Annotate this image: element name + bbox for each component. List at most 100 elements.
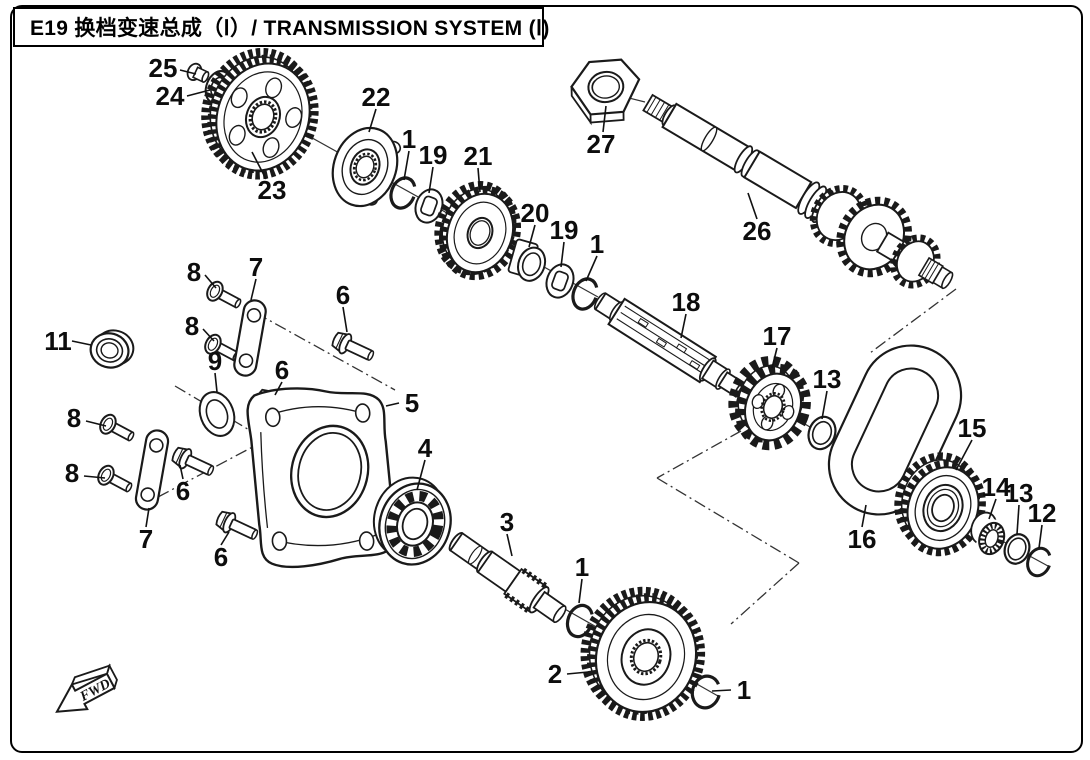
part-callout-3: 3 [500,507,514,537]
part-6-bolt [215,510,259,540]
part-callout-22: 22 [362,82,391,112]
callout-leader-line [250,278,257,301]
part-5-bearing-cover [246,387,398,569]
part-8-screw [97,464,133,493]
callout-leader-line [202,328,215,342]
callout-leader-line [71,340,92,346]
part-6-bolt [331,331,375,361]
callout-leader-line [988,498,997,520]
part-callout-6: 6 [214,542,228,572]
part-22-hub [331,126,402,208]
part-callout-7: 7 [249,252,263,282]
part-callout-15: 15 [958,413,987,443]
callout-leader-line [680,313,687,339]
part-callout-8: 8 [187,257,201,287]
part-11-nut [89,329,135,369]
callout-leader-line [585,255,598,282]
part-13-washer [807,415,837,451]
part-callout-8: 8 [65,458,79,488]
part-callout-1: 1 [737,675,751,705]
callout-leader-line [403,150,410,181]
callout-leader-line [578,578,583,604]
part-callout-6: 6 [336,280,350,310]
part-2-gear [580,586,706,721]
callout-leader-line [955,439,973,471]
part-19-washer [545,263,575,299]
callout-leader-line [204,274,217,289]
callout-leader-line [220,531,230,546]
callout-leader-line [747,192,758,220]
part-8-screw [99,413,135,442]
part-15-gear [894,452,986,557]
part-callout-27: 27 [587,129,616,159]
callout-leader-line [83,475,106,479]
part-callout-2: 2 [548,659,562,689]
part-callout-24: 24 [156,81,185,111]
part-callout-13: 13 [813,364,842,394]
part-26-countershaft [642,93,954,290]
callout-leader-line [711,689,732,692]
part-callout-5: 5 [405,388,419,418]
callout-leader-line [179,69,197,75]
part-23-gear [201,47,319,180]
part-callout-21: 21 [464,141,493,171]
part-callout-16: 16 [848,524,877,554]
callout-leader-line [179,464,184,480]
part-27-nut [570,58,641,126]
part-callout-6: 6 [275,355,289,385]
callout-leader-line [821,390,828,420]
callout-leader-line [145,507,150,528]
part-callout-4: 4 [418,433,433,463]
callout-leader-line [1038,524,1043,549]
callout-leader-line [368,108,377,133]
part-6-bolt [171,446,215,476]
part-callout-20: 20 [521,198,550,228]
part-8-screw [206,280,242,309]
callout-leader-line [1016,504,1020,535]
part-7-plate [233,299,267,377]
part-callout-25: 25 [149,53,178,83]
callout-leader-line [528,224,536,248]
part-callout-13: 13 [1005,478,1034,508]
part-callout-19: 19 [550,215,579,245]
part-17-gear [728,355,811,451]
callout-leader-line [186,89,211,97]
page-title: E19 换档变速总成（Ⅰ）/ TRANSMISSION SYSTEM (Ⅰ) [30,17,550,40]
part-9-washer [198,391,236,437]
callout-leader-line [560,241,565,268]
part-21-gear [434,180,522,281]
callout-leader-line [342,306,348,333]
diagram-border [10,5,1083,753]
part-callout-26: 26 [743,216,772,246]
part-callout-11: 11 [44,326,72,356]
callout-leader-line [385,402,400,407]
part-callout-8: 8 [185,311,199,341]
part-callout-14: 14 [982,472,1011,502]
part-callout-7: 7 [139,524,153,554]
part-19-washer [414,188,444,224]
part-7-plate [134,429,170,511]
callout-leader-line [602,105,607,133]
part-callout-6: 6 [176,476,190,506]
part-25-screw [186,62,210,84]
callout-leader-line [214,372,218,393]
callout-leader-line [506,533,513,557]
part-callout-17: 17 [763,321,792,351]
part-4-ball-bearing [372,476,452,566]
callout-leader-line [85,420,107,427]
part-callout-1: 1 [575,552,589,582]
fwd-direction-arrow: FWD [55,663,118,713]
centerline-dashdot [157,288,957,625]
title-box: E19 换档变速总成（Ⅰ）/ TRANSMISSION SYSTEM (Ⅰ) [13,7,549,47]
callout-leader-line [428,166,434,194]
part-callout-19: 19 [419,140,448,170]
part-3-shaft [448,532,567,624]
part-20-bushing [507,238,547,282]
callout-leader-line [274,381,283,396]
part-callout-8: 8 [67,403,81,433]
part-14-needle-bearing [970,511,1006,556]
part-1-circlip [690,674,722,710]
